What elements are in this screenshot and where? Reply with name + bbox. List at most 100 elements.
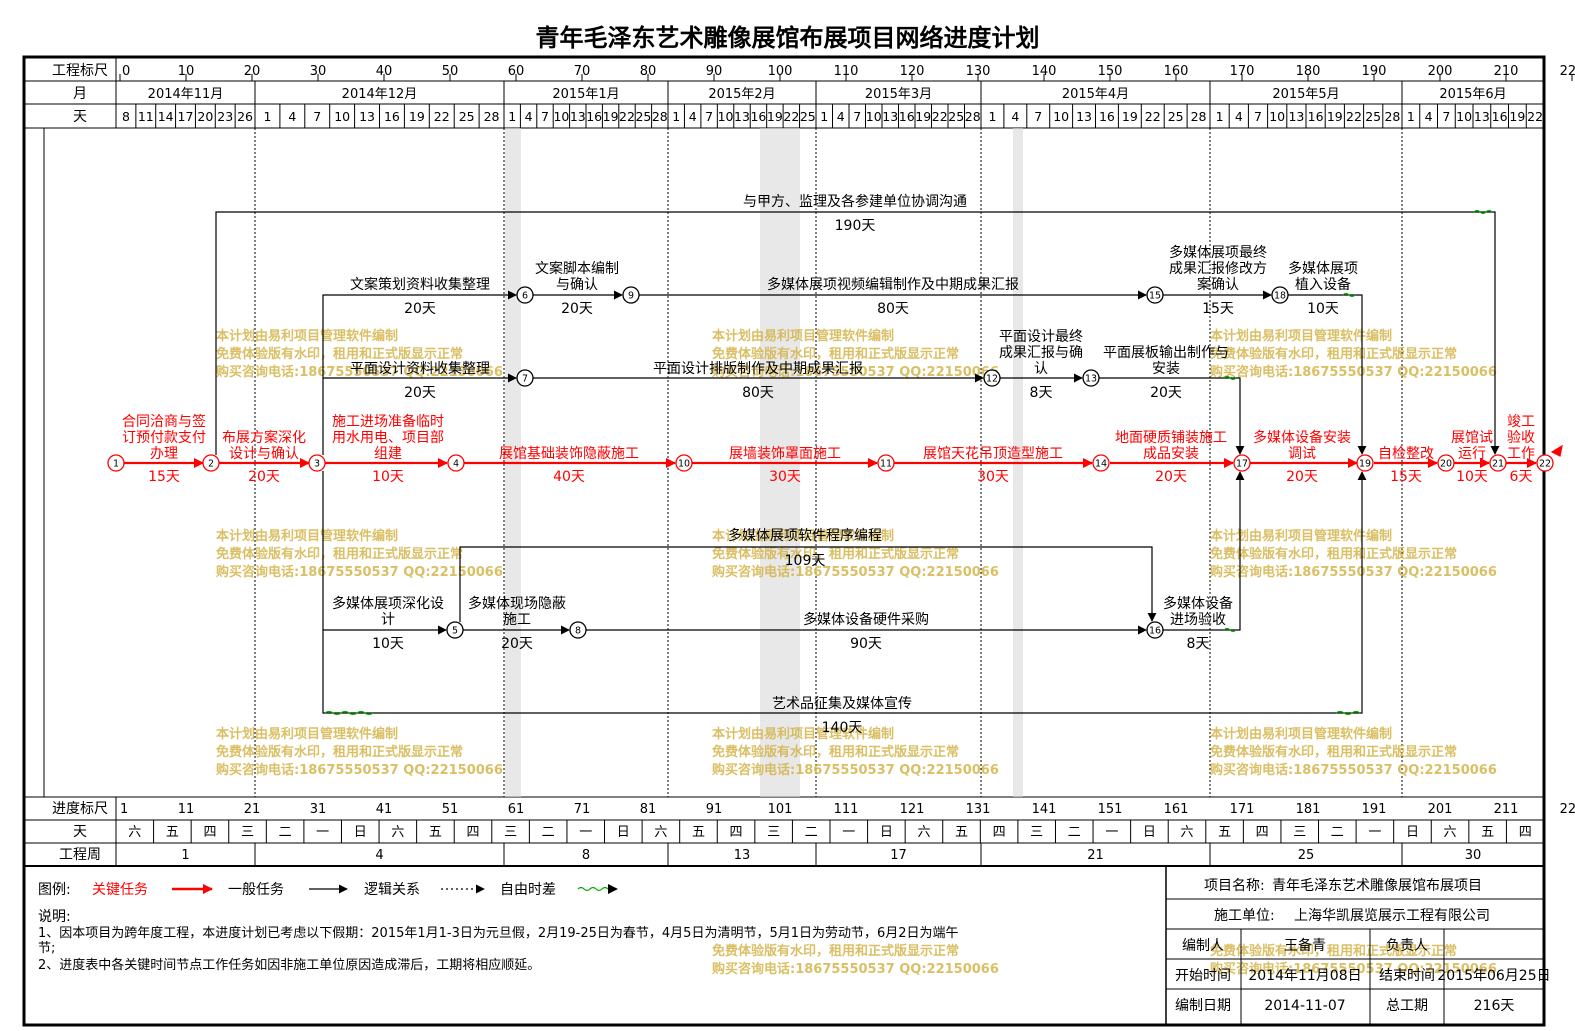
watermark-line: 本计划由易利项目管理软件编制: [1210, 528, 1392, 544]
day-label: 28: [965, 109, 981, 124]
watermark-line: 购买咨询电话:18675550537 QQ:22150066: [712, 564, 999, 580]
weekday-label: 六: [1180, 825, 1193, 840]
legend-float: 自由时差: [500, 882, 556, 898]
activity-lines: [122, 209, 1563, 716]
date-value: 2014-11-07: [1264, 998, 1345, 1014]
node-15: 15: [1146, 286, 1164, 304]
weekday-label: 三: [1030, 825, 1043, 840]
node-14: 14: [1092, 454, 1110, 472]
svg-text:19: 19: [1359, 459, 1371, 470]
task-name-t23: 多媒体展项深化设计: [332, 595, 444, 628]
watermark-line: 免费体验版有水印，租用和正式版显示正常: [712, 943, 959, 959]
arrow-t26: [1163, 471, 1245, 631]
weekday-label: 日: [1406, 825, 1419, 840]
editor-value: 王备青: [1284, 937, 1326, 954]
scale-bottom-tick-label: 51: [442, 802, 459, 817]
task-dur-t21: 20天: [1150, 385, 1182, 401]
week-label: 8: [582, 848, 590, 863]
weekday-label: 六: [391, 825, 404, 840]
weekday-label: 二: [542, 825, 555, 840]
day-label: 23: [217, 109, 233, 124]
day-label: 13: [359, 109, 375, 124]
node-22: 22: [1536, 454, 1554, 472]
task-dur-t24: 20天: [501, 636, 533, 652]
weekday-label: 一: [579, 825, 592, 840]
task-name-t2: 布展方案深化设计与确认: [222, 429, 306, 462]
week-label: 21: [1087, 848, 1104, 863]
watermark-line: 购买咨询电话:18675550537 QQ:22150066: [216, 564, 503, 580]
task-dur-t5: 30天: [769, 469, 801, 485]
arrow-t17: [1288, 294, 1367, 455]
scale-top-tick-label: 20: [244, 64, 261, 79]
month-label: 2014年11月: [148, 87, 224, 102]
notes-heading: 说明:: [38, 909, 71, 925]
day-label: 16: [1099, 109, 1115, 124]
svg-text:21: 21: [1492, 459, 1504, 470]
task-name-t7: 地面硬质铺装施工成品安装: [1115, 430, 1227, 462]
footer: 图例: 关键任务 一般任务 逻辑关系 自由时差 说明: 1、因本项目为跨年度工程…: [38, 866, 1551, 1025]
weekday-label: 六: [1444, 825, 1457, 840]
watermark-line: 免费体验版有水印，租用和正式版显示正常: [1210, 346, 1457, 362]
day-label: 1: [1407, 109, 1415, 124]
svg-text:15: 15: [1149, 291, 1161, 302]
weekday-label: 五: [955, 825, 968, 840]
day-label: 4: [288, 109, 296, 124]
watermark-line: 购买咨询电话:18675550537 QQ:22150066: [1210, 961, 1497, 977]
scale-bottom-tick-label: 161: [1164, 802, 1189, 817]
watermark-line: 购买咨询电话:18675550537 QQ:22150066: [712, 364, 999, 380]
weekday-label: 五: [1218, 825, 1231, 840]
float-t12: [1473, 209, 1493, 215]
weekday-label: 四: [1519, 825, 1532, 840]
svg-text:20: 20: [1440, 459, 1452, 470]
day-label: 10: [553, 109, 569, 124]
notes-line1b: 节;: [38, 941, 55, 956]
weekday-label: 六: [654, 825, 667, 840]
day-label: 19: [1327, 109, 1343, 124]
month-label: 2015年5月: [1272, 87, 1339, 102]
day-label: 25: [1365, 109, 1381, 124]
scale-bottom-tick-label: 101: [768, 802, 793, 817]
scale-bottom-tick-label: 201: [1428, 802, 1453, 817]
day-label: 4: [1425, 109, 1433, 124]
total-label: 总工期: [1386, 998, 1428, 1014]
scale-top-tick-label: 140: [1032, 64, 1057, 79]
task-name-t21: 平面展板输出制作与安装: [1103, 345, 1229, 377]
day-label: 22: [434, 109, 450, 124]
task-name-t17: 多媒体展项植入设备: [1288, 260, 1358, 293]
node-16: 16: [1146, 621, 1164, 639]
task-name-t6: 展馆天花吊顶造型施工: [923, 446, 1063, 462]
day-label: 19: [915, 109, 931, 124]
day-label: 1: [508, 109, 516, 124]
weekday-label: 一: [1368, 825, 1381, 840]
scale-bottom-tick-label: 221: [1560, 802, 1575, 817]
weekday-label: 日: [880, 825, 893, 840]
day-label: 7: [1254, 109, 1262, 124]
day-label: 16: [586, 109, 602, 124]
day-label: 22: [783, 109, 799, 124]
node-3: 3: [308, 454, 326, 472]
task-name-t22: 多媒体展项软件程序编程: [728, 527, 882, 544]
weekday-label: 日: [354, 825, 367, 840]
month-label: 2015年3月: [865, 87, 932, 102]
day-label: 13: [734, 109, 750, 124]
arrow-t12: [215, 211, 1500, 455]
weekday-label: 三: [504, 825, 517, 840]
watermark-line: 免费体验版有水印，租用和正式版显示正常: [216, 546, 463, 562]
day-label: 25: [1168, 109, 1184, 124]
day-label: 13: [1076, 109, 1092, 124]
day-label: 4: [525, 109, 533, 124]
day-label: 19: [409, 109, 425, 124]
svg-text:6: 6: [522, 291, 528, 302]
day-label: 25: [948, 109, 964, 124]
svg-text:16: 16: [1149, 626, 1161, 637]
task-name-t5: 展墙装饰罩面施工: [729, 446, 841, 462]
weekday-label: 日: [617, 825, 630, 840]
weekday-label: 一: [1105, 825, 1118, 840]
task-name-t18: 平面设计资料收集整理: [350, 360, 490, 377]
watermark-line: 购买咨询电话:18675550537 QQ:22150066: [712, 762, 999, 778]
month-separators: [254, 128, 1403, 797]
scale-top-tick-label: 30: [310, 64, 327, 79]
task-name-t14: 文案脚本编制与确认: [535, 260, 619, 293]
scale-bottom-tick-label: 41: [376, 802, 393, 817]
